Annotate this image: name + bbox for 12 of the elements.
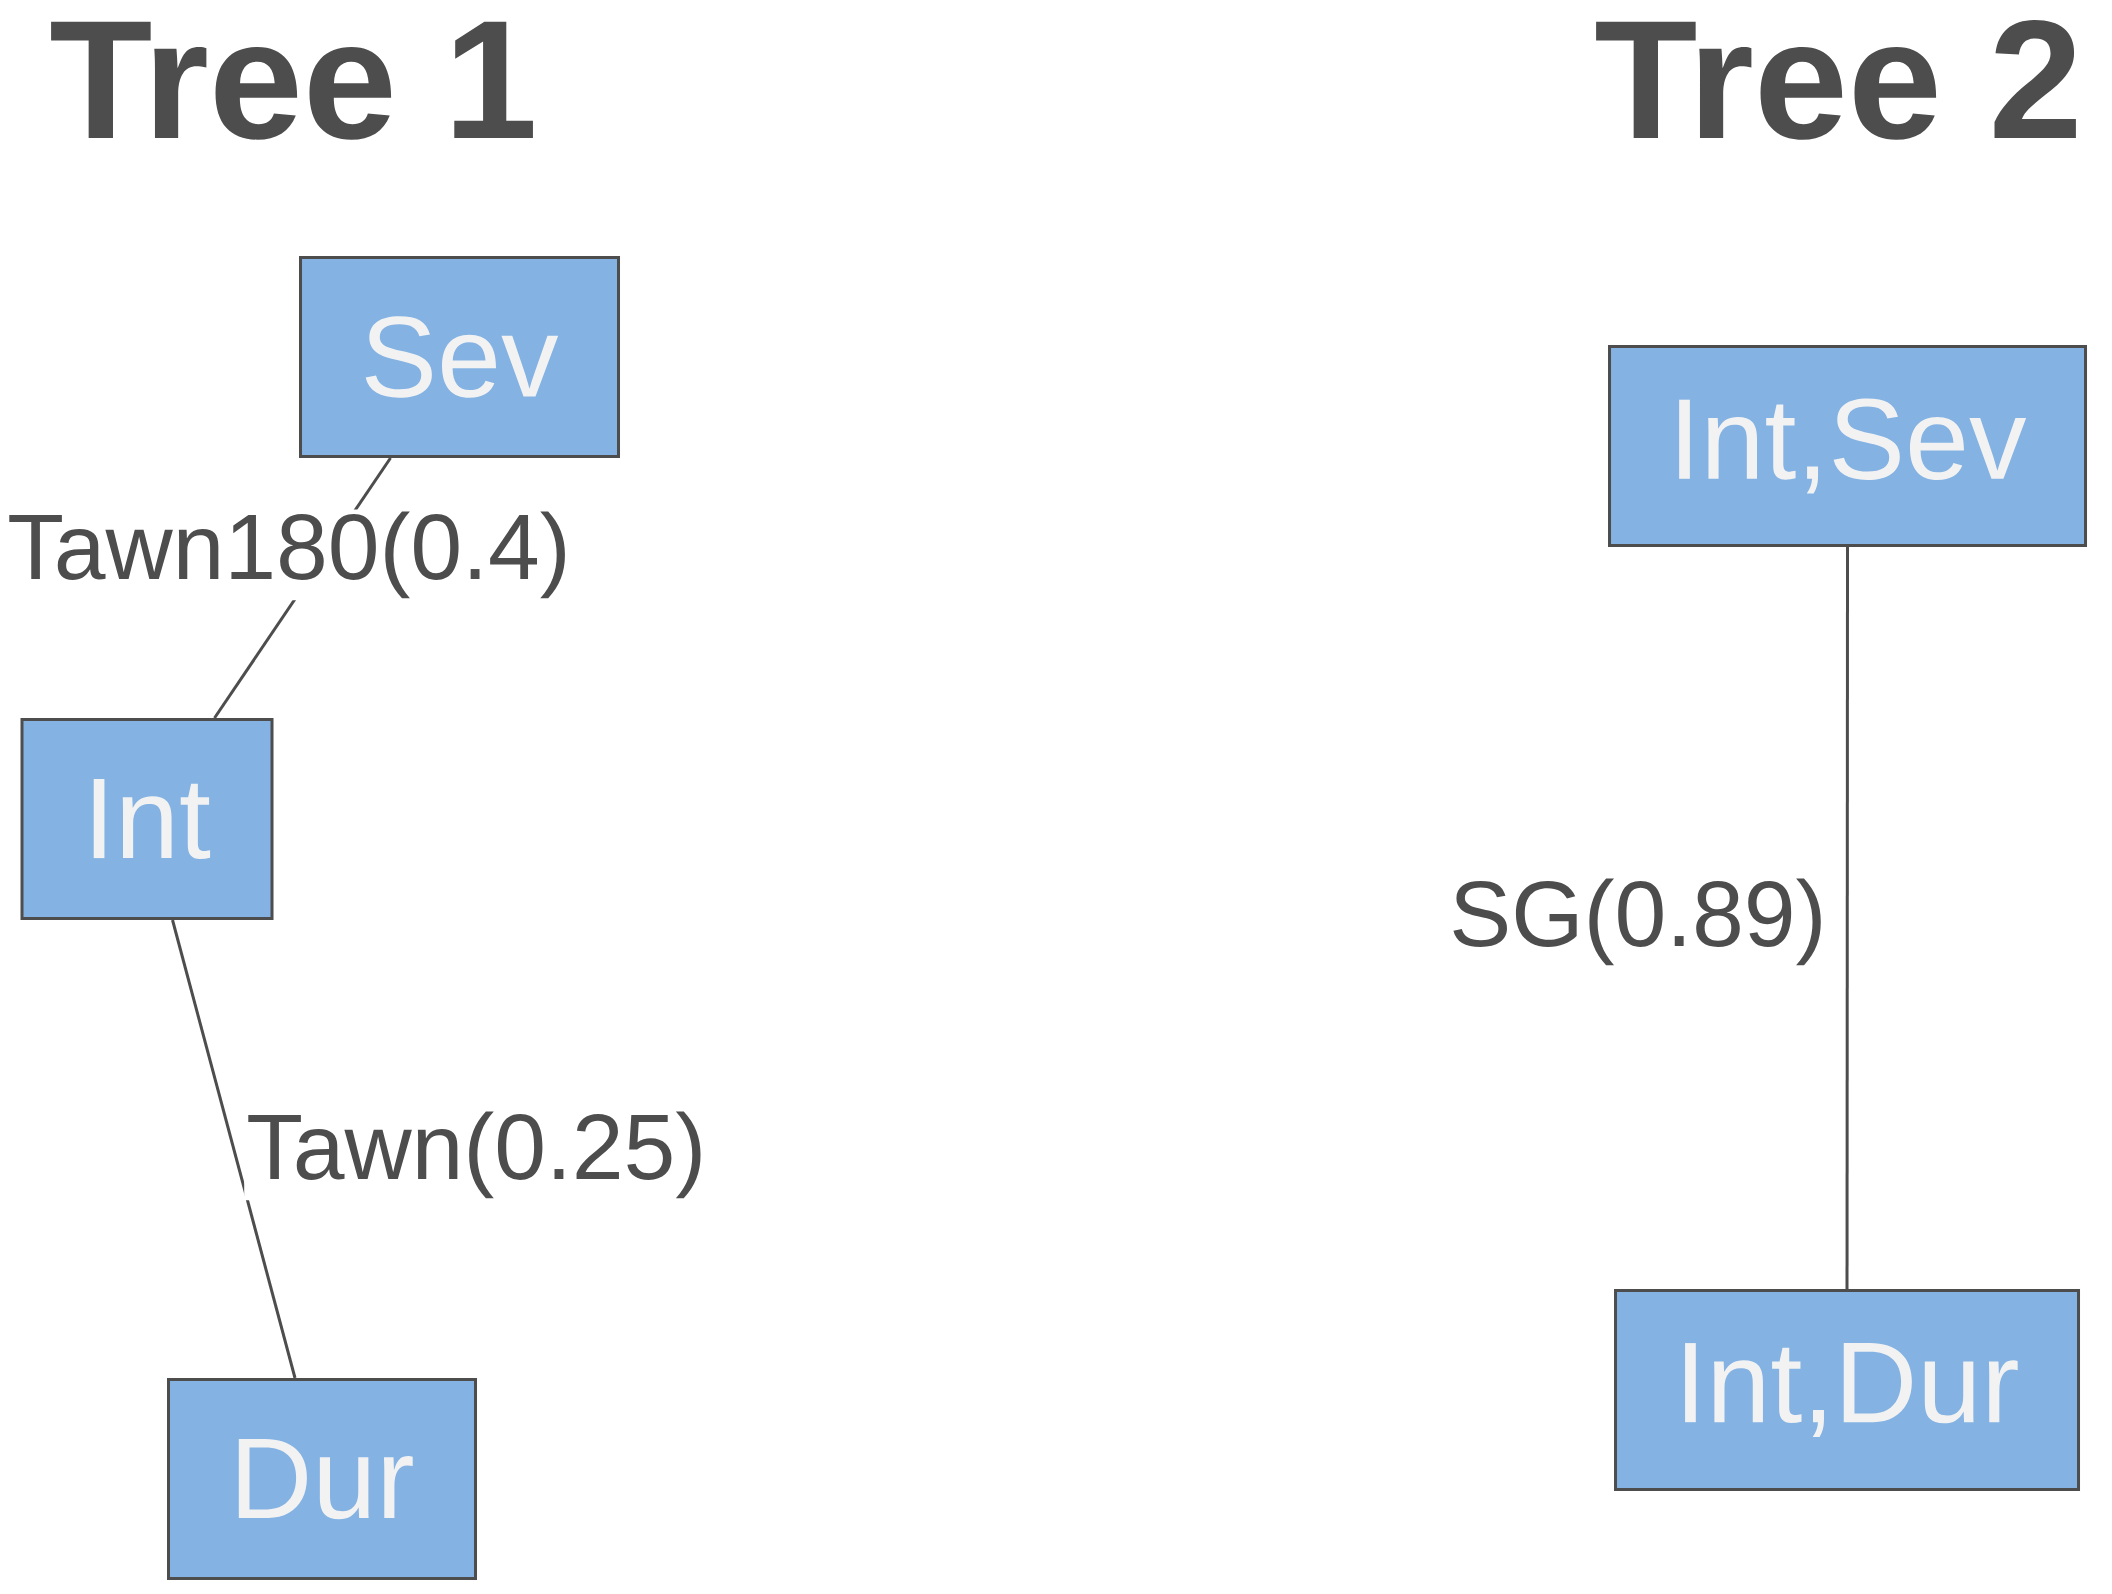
node-box: Int,Dur: [1614, 1289, 2080, 1491]
edge-label: Tawn(0.25): [244, 1109, 709, 1201]
edge-line: [1845, 547, 1849, 1289]
node-box: Int,Sev: [1608, 345, 2087, 547]
edge-label: SG(0.89): [1447, 876, 1829, 968]
node-box: Sev: [299, 256, 620, 458]
edge-line: [171, 919, 297, 1379]
tree-title: Tree 1: [51, 21, 533, 140]
tree-title: Tree 2: [1596, 20, 2076, 140]
node-box: Dur: [167, 1378, 477, 1580]
edge-label: Tawn180(0.4): [5, 509, 573, 601]
node-box: Int: [20, 718, 274, 920]
